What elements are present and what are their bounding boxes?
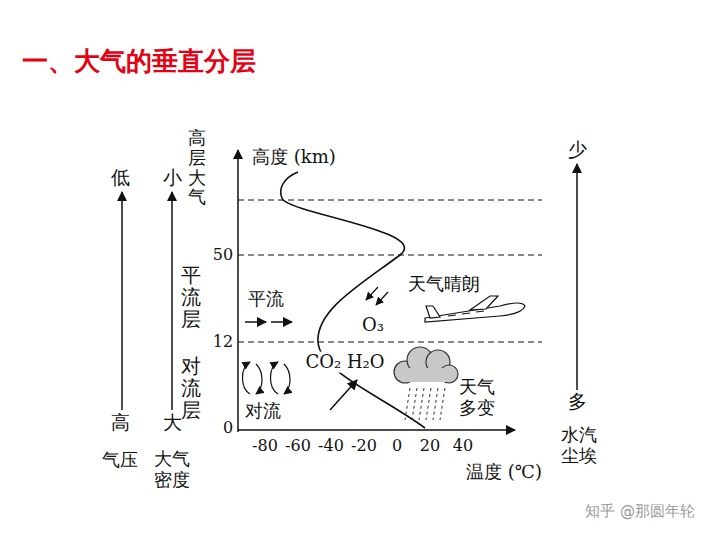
axis-name: 气压 — [102, 450, 138, 471]
density-large: 大 — [163, 412, 182, 434]
temperature-axis — [238, 429, 515, 431]
watermark: 知乎 @那圆年轮 — [585, 503, 695, 520]
vapour-many: 多 — [568, 391, 587, 413]
airplane-tail — [426, 306, 440, 318]
rain-stroke — [426, 388, 431, 420]
flow-arrow — [271, 321, 292, 323]
density-arrow — [171, 192, 173, 410]
height-axis — [237, 150, 239, 432]
convection-arrow — [284, 364, 290, 394]
ozone-arrow — [376, 292, 388, 305]
rain-stroke — [433, 388, 438, 420]
tick-label: -80 — [252, 437, 278, 455]
rain-cloud — [394, 347, 458, 420]
layer-name: 高层大气 — [188, 128, 206, 207]
tick-label: 12 — [213, 333, 233, 351]
tick-label: -20 — [351, 437, 377, 455]
tick-label: 0 — [223, 419, 233, 437]
gas-label: CO₂ H₂O — [303, 352, 386, 373]
airplane — [425, 296, 525, 322]
pressure-low: 低 — [111, 167, 130, 189]
vapour-few: 少 — [568, 139, 587, 161]
weather-label: 天气 多变 — [457, 377, 497, 418]
weather-label: 天气晴朗 — [408, 274, 480, 295]
pressure-high: 高 — [111, 412, 130, 434]
tick-label: 50 — [213, 246, 233, 264]
convection-arrow — [256, 364, 262, 394]
gas-label: O₃ — [362, 315, 384, 336]
airplane-windows — [448, 311, 484, 316]
vapour-arrow — [576, 164, 578, 390]
flow-arrow — [245, 321, 266, 323]
tick-label: 20 — [420, 437, 440, 455]
flow-label: 平流 — [248, 289, 284, 310]
layer-boundary — [238, 342, 542, 343]
density-small: 小 — [163, 167, 182, 189]
tick-label: 40 — [453, 437, 473, 455]
tick-label: -40 — [318, 437, 344, 455]
temperature-curve — [281, 172, 425, 428]
layer-boundary — [238, 255, 542, 256]
pressure-arrow — [121, 192, 123, 410]
axis-title: 高度 (km) — [252, 147, 336, 168]
ozone-arrow — [366, 287, 378, 300]
tick-label: 0 — [392, 437, 402, 455]
convection-arrow — [271, 362, 279, 394]
axis-title: 温度 (℃) — [466, 462, 542, 483]
rain-stroke — [412, 388, 417, 420]
axis-name: 水汽 尘埃 — [559, 425, 599, 466]
tick-label: -60 — [285, 437, 311, 455]
axis-name: 大气 密度 — [152, 449, 192, 490]
rain-stroke — [405, 388, 410, 420]
flow-label: 对流 — [245, 401, 281, 422]
layer-name: 对流层 — [181, 355, 201, 421]
rain-stroke — [440, 388, 445, 420]
convection-arrow — [243, 362, 251, 394]
title: 一、大气的垂直分层 — [22, 44, 256, 79]
airplane-wing — [470, 296, 498, 310]
rain-stroke — [419, 388, 424, 420]
gas-arrow — [330, 380, 357, 410]
layer-name: 平流层 — [181, 264, 201, 330]
